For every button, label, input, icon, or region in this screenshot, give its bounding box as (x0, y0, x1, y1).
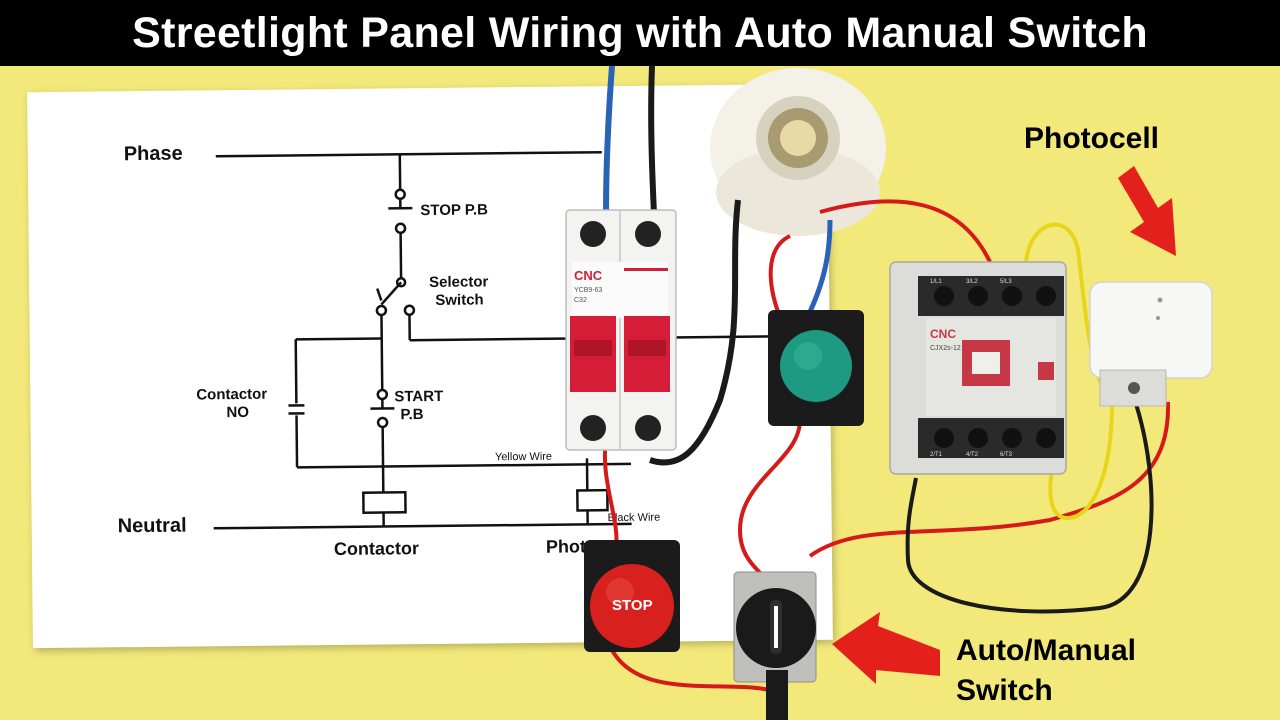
mcb-brand-label: CNC (574, 268, 603, 283)
auto-manual-arrow-icon (832, 612, 940, 684)
schematic-paper: Phase Neutral STOP P.B Selector Switch C… (27, 83, 833, 649)
schematic-diagram (213, 150, 830, 530)
terminal-bottom-1: 2/T1 (930, 452, 943, 458)
terminal-top-2: 3/L2 (966, 279, 978, 285)
title-banner: Streetlight Panel Wiring with Auto Manua… (0, 0, 1280, 66)
terminal-bottom-3: 6/T3 (1000, 452, 1013, 458)
stop-button-label: STOP (612, 597, 653, 614)
auto-manual-callout-line1: Auto/Manual (956, 634, 1136, 667)
photocell-arrow-icon (1118, 166, 1176, 256)
blue-wire-in (603, 65, 615, 215)
terminal-bottom-2: 4/T2 (966, 452, 979, 458)
selector-switch-device (733, 571, 817, 720)
mcb-rating-label: C32 (574, 297, 587, 304)
photocell-device (1089, 281, 1213, 407)
photocell-coil-symbol (576, 488, 609, 512)
stop-push-button (584, 540, 680, 652)
page-title: Streetlight Panel Wiring with Auto Manua… (132, 9, 1148, 57)
contactor-model-label: CJX2s-12 (930, 345, 961, 352)
black-wire-in (648, 65, 657, 215)
mcb-breaker (565, 209, 677, 451)
terminal-top-3: 5/L3 (1000, 279, 1012, 285)
photocell-callout: Photocell (1024, 122, 1160, 155)
contactor-brand-label: CNC (930, 327, 956, 341)
phase-line (215, 150, 602, 158)
bulb-lamp (710, 68, 886, 236)
start-push-button (768, 310, 864, 426)
mcb-model-label: YCB9-63 (574, 287, 603, 294)
terminal-top-1: 1/L1 (930, 279, 942, 285)
contactor-device (889, 261, 1067, 475)
neutral-line (213, 522, 632, 530)
auto-manual-callout-line2: Switch (956, 674, 1053, 707)
